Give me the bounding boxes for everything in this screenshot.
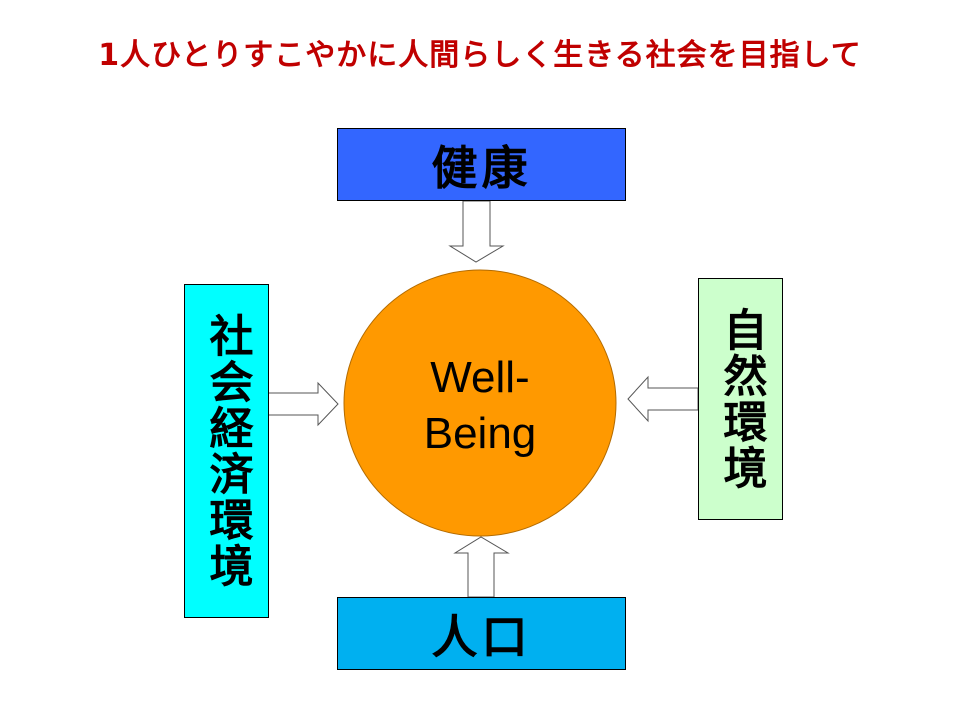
- diagram-title: 1人ひとりすこやかに人間らしく生きる社会を目指して: [98, 38, 862, 73]
- arrow-left-from-nature: [627, 375, 699, 423]
- arrow-up-from-population: [453, 536, 510, 598]
- factor-nature-box: 自然環境: [698, 278, 783, 520]
- arrow-right-from-socioeconomic: [267, 381, 339, 427]
- factor-population-box: 人口: [337, 597, 626, 670]
- well-being-line1: Well-: [430, 353, 530, 402]
- factor-health-box: 健康: [337, 128, 626, 201]
- well-being-circle: [343, 269, 617, 537]
- well-being-line2: Being: [423, 409, 537, 458]
- factor-socioeconomic-box: 社会経済環境: [184, 284, 269, 618]
- well-being-label: Well- Being: [344, 350, 616, 462]
- arrow-down-from-health: [448, 200, 505, 263]
